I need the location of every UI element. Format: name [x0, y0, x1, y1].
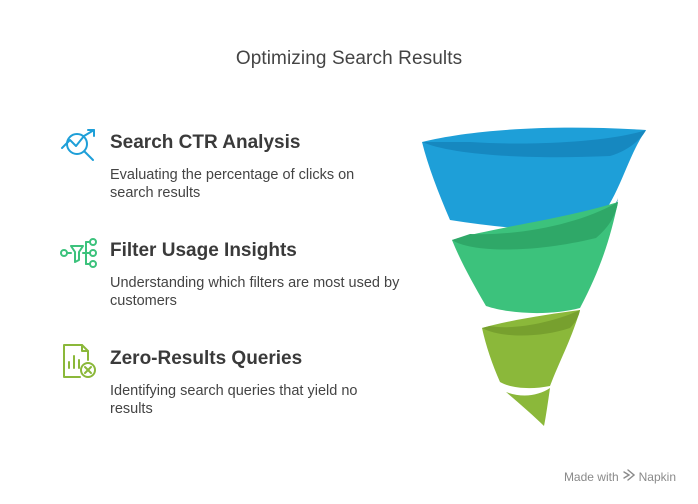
funnel-band-green — [452, 202, 618, 314]
item-description: Identifying search queries that yield no… — [110, 383, 358, 417]
item-heading: Zero-Results Queries — [110, 348, 303, 369]
funnel-tip — [506, 388, 550, 426]
funnel-band-lime — [482, 310, 580, 389]
chart-search-icon — [60, 126, 98, 164]
footer-prefix: Made with — [563, 469, 619, 484]
footer-attribution: Made with Napkin — [564, 469, 676, 484]
item-heading: Filter Usage Insights — [110, 240, 297, 261]
diagram-title: Optimizing Search Results — [235, 48, 463, 69]
document-cancel-icon — [60, 342, 98, 380]
item-description: Understanding which filters are most use… — [110, 275, 400, 309]
filter-branch-icon — [60, 234, 98, 272]
funnel-graphic — [422, 127, 646, 426]
item-description: Evaluating the percentage of clicks on s… — [110, 167, 355, 201]
napkin-logo-icon — [622, 469, 635, 484]
item-heading: Search CTR Analysis — [110, 132, 301, 153]
footer-brand: Napkin — [638, 469, 676, 484]
